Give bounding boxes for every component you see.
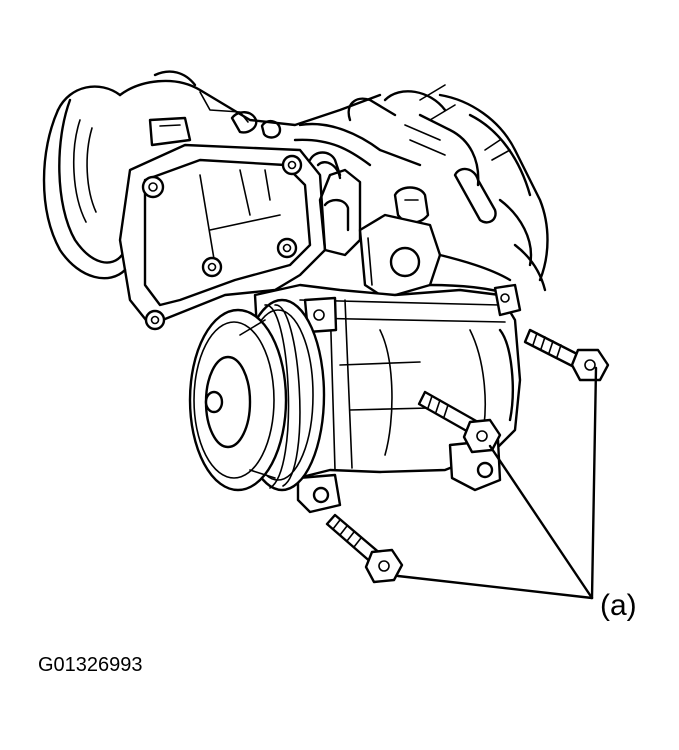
compressor-clutch-pulley [188, 298, 326, 492]
bolt-lower-left [325, 513, 404, 584]
callout-label-a: (a) [600, 589, 637, 622]
compressor-rear-housing [318, 168, 514, 300]
bolt-middle [417, 390, 502, 454]
engine-pulley [42, 85, 127, 280]
compressor-bracket [118, 143, 342, 331]
callout-leader-lines [396, 366, 598, 600]
bolt-upper-right [523, 328, 610, 382]
figure-id: G01326993 [38, 654, 143, 676]
engine-block [118, 70, 549, 292]
